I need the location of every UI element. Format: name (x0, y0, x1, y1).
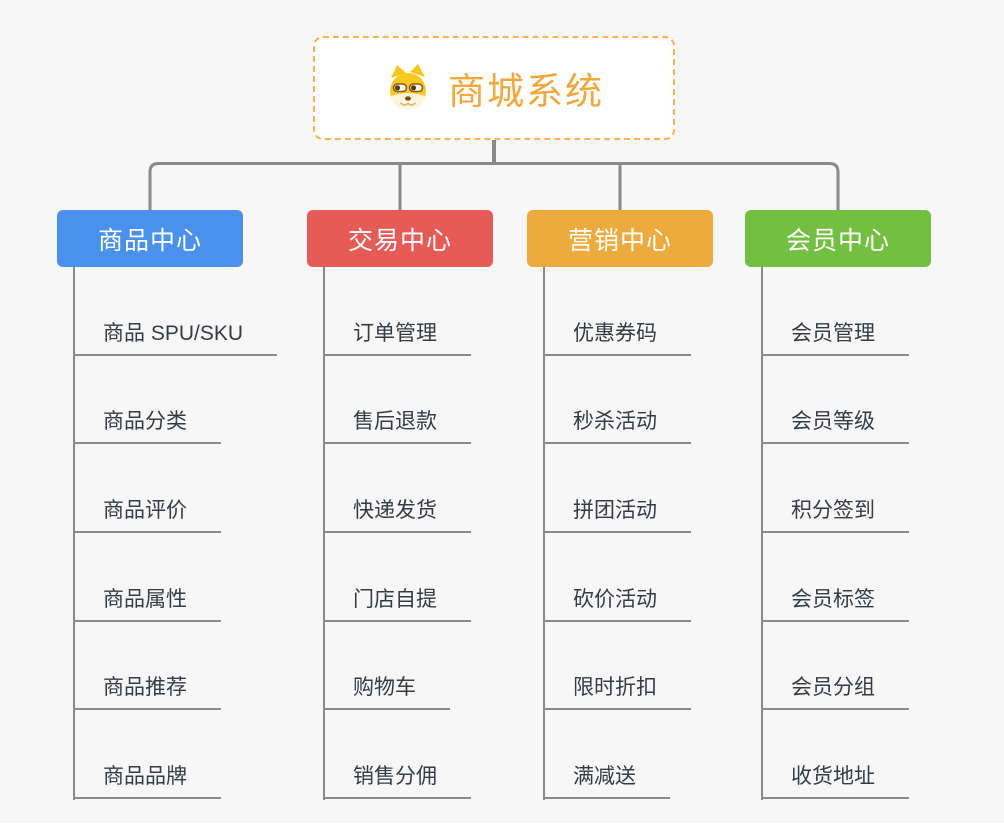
leaf-node[interactable]: 会员分组 (761, 622, 909, 711)
doge-dog-icon (384, 62, 432, 114)
branch-column-2: 交易中心订单管理售后退款快递发货门店自提购物车销售分佣 (307, 210, 493, 800)
branch-node-4[interactable]: 会员中心 (745, 210, 931, 267)
canvas-bottom-strip (0, 823, 1004, 840)
leaf-node[interactable]: 会员标签 (761, 533, 909, 622)
leaf-node[interactable]: 商品评价 (73, 444, 221, 534)
leaf-node[interactable]: 商品推荐 (73, 622, 221, 711)
leaf-node[interactable]: 商品 SPU/SKU (73, 267, 278, 356)
branch-items-list: 优惠券码秒杀活动拼团活动砍价活动限时折扣满减送 (527, 267, 691, 800)
leaf-node[interactable]: 会员等级 (761, 356, 909, 445)
branch-column-3: 营销中心优惠券码秒杀活动拼团活动砍价活动限时折扣满减送 (527, 210, 713, 800)
branch-spine-line (761, 267, 763, 800)
leaf-node[interactable]: 快递发货 (323, 444, 471, 534)
branch-items-list: 订单管理售后退款快递发货门店自提购物车销售分佣 (307, 267, 471, 800)
branch-items-list: 会员管理会员等级积分签到会员标签会员分组收货地址 (745, 267, 909, 800)
leaf-node[interactable]: 收货地址 (761, 710, 909, 800)
leaf-node[interactable]: 满减送 (543, 710, 670, 800)
branch-spine-line (543, 267, 545, 800)
root-branch-connectors (148, 140, 840, 210)
leaf-node[interactable]: 销售分佣 (323, 710, 471, 800)
branch-node-3[interactable]: 营销中心 (527, 210, 713, 267)
branch-spine-line (73, 267, 75, 800)
branch-node-1[interactable]: 商品中心 (57, 210, 243, 267)
leaf-node[interactable]: 商品品牌 (73, 710, 221, 800)
branch-node-2[interactable]: 交易中心 (307, 210, 493, 267)
branch-bus-line (148, 162, 840, 210)
leaf-node[interactable]: 会员管理 (761, 267, 909, 356)
leaf-node[interactable]: 购物车 (323, 622, 450, 711)
leaf-node[interactable]: 限时折扣 (543, 622, 691, 711)
leaf-node[interactable]: 商品属性 (73, 533, 221, 622)
leaf-node[interactable]: 优惠券码 (543, 267, 691, 356)
root-node-title: 商城系统 (448, 71, 604, 112)
branch-spine-line (323, 267, 325, 800)
leaf-node[interactable]: 拼团活动 (543, 444, 691, 534)
branch-column-4: 会员中心会员管理会员等级积分签到会员标签会员分组收货地址 (745, 210, 931, 800)
leaf-node[interactable]: 门店自提 (323, 533, 471, 622)
leaf-node[interactable]: 订单管理 (323, 267, 471, 356)
root-node[interactable]: 商城系统 (313, 36, 675, 140)
leaf-node[interactable]: 积分签到 (761, 444, 909, 534)
leaf-node[interactable]: 砍价活动 (543, 533, 691, 622)
leaf-node[interactable]: 售后退款 (323, 356, 471, 445)
leaf-node[interactable]: 商品分类 (73, 356, 221, 445)
leaf-node[interactable]: 秒杀活动 (543, 356, 691, 445)
